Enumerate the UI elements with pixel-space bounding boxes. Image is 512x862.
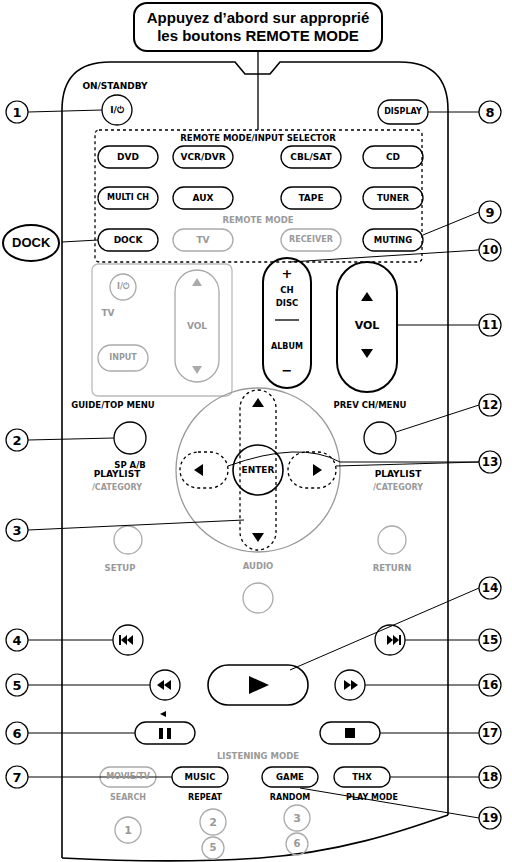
button-label: /CATEGORY xyxy=(92,484,142,492)
callout-number: 3 xyxy=(12,524,21,537)
button-label: VOL xyxy=(355,320,380,331)
callout-number: 14 xyxy=(482,582,499,594)
button-label: REMOTE MODE xyxy=(222,216,293,225)
button-label: PREV CH/MENU xyxy=(334,401,407,410)
button-label: GAME xyxy=(276,773,304,782)
button-label: RECEIVER xyxy=(289,236,333,244)
button-label: SP A/B xyxy=(114,461,145,470)
button-label: VOL xyxy=(187,322,207,331)
button-label: 1 xyxy=(124,825,132,836)
callout-number: 17 xyxy=(482,727,499,739)
node-text: DOCK xyxy=(12,235,50,251)
button-label: CH xyxy=(280,286,293,295)
button-label: 3 xyxy=(293,813,301,824)
button-label: 5 xyxy=(210,843,217,853)
note-box: Appuyez d’abord sur approprié les bouton… xyxy=(133,2,383,52)
button-label: DISPLAY xyxy=(384,108,422,116)
button-label: DOCK xyxy=(114,236,143,245)
button-label: AUX xyxy=(193,194,214,203)
callout-number: 11 xyxy=(482,319,499,331)
button-label: TUNER xyxy=(377,194,409,203)
button-label: ON/STANDBY xyxy=(82,82,147,91)
button-label: TV xyxy=(196,236,209,245)
button-label: SEARCH xyxy=(110,794,146,802)
callout-number: 19 xyxy=(482,812,499,824)
callout-number: 18 xyxy=(482,771,499,783)
button-label: LISTENING MODE xyxy=(217,752,299,761)
callout-number: 2 xyxy=(12,434,21,447)
button-label: DISC xyxy=(276,299,299,308)
button-label: RETURN xyxy=(373,564,412,573)
button-label: REPEAT xyxy=(188,794,222,802)
button-label: I/⏻ xyxy=(110,106,124,115)
button-label: PLAYLIST xyxy=(375,470,422,479)
dock-oval: DOCK xyxy=(2,224,60,262)
callout-number: 10 xyxy=(482,244,499,256)
button-label: I/⏻ xyxy=(117,283,129,291)
callout-number: 4 xyxy=(12,634,21,647)
callout-number: 12 xyxy=(482,399,499,411)
button-label: REMOTE MODE/INPUT SELECTOR xyxy=(180,134,335,143)
callout-number: 7 xyxy=(12,771,21,784)
button-label: INPUT xyxy=(109,354,137,362)
button-label: TV xyxy=(101,309,114,318)
button-label: 6 xyxy=(294,839,301,849)
callout-number: 6 xyxy=(12,727,21,740)
callout-number: 5 xyxy=(12,679,21,692)
button-label: ENTER xyxy=(242,466,275,475)
button-label: RANDOM xyxy=(270,794,310,802)
callout-number: 16 xyxy=(482,679,499,691)
button-label: DVD xyxy=(117,153,139,162)
node-text: Appuyez d’abord sur approprié les bouton… xyxy=(145,9,371,45)
callout-number: 15 xyxy=(482,634,499,646)
button-label: GUIDE/TOP MENU xyxy=(71,401,155,410)
button-label: THX xyxy=(352,773,371,782)
button-label: CBL/SAT xyxy=(290,153,331,162)
button-label: TAPE xyxy=(298,194,323,203)
callout-number: 9 xyxy=(485,206,494,219)
callout-number: 13 xyxy=(482,456,499,468)
button-label: − xyxy=(282,364,293,377)
button-label: SETUP xyxy=(105,564,136,573)
button-label: MOVIE/TV xyxy=(106,773,150,781)
button-label: MULTI CH xyxy=(107,194,149,202)
button-label: MUSIC xyxy=(185,773,216,782)
button-label: PLAY MODE xyxy=(346,794,398,802)
button-label: + xyxy=(282,267,293,280)
button-label: ALBUM xyxy=(271,343,303,351)
callout-number: 1 xyxy=(12,106,21,119)
button-label: PLAYLIST xyxy=(94,470,141,479)
button-label: AUDIO xyxy=(243,562,274,571)
button-label: CD xyxy=(386,153,400,162)
button-label: 2 xyxy=(209,817,217,828)
button-label: VCR/DVR xyxy=(180,153,225,162)
button-label: MUTING xyxy=(374,236,412,245)
callout-number: 8 xyxy=(485,106,494,119)
button-label: /CATEGORY xyxy=(373,484,423,492)
